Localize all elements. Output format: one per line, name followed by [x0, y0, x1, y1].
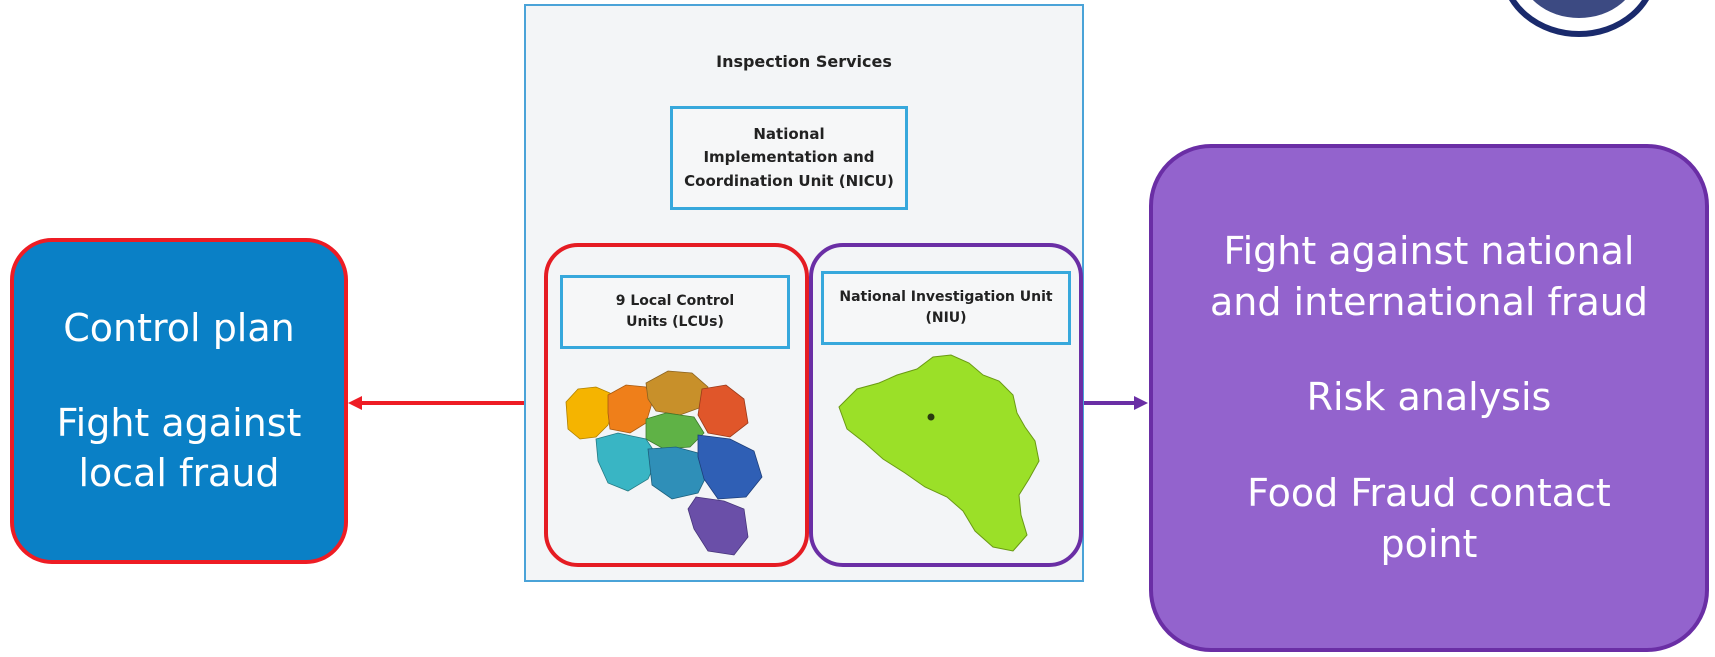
- fight-local-line1: Fight against: [56, 401, 302, 446]
- niu-box: National Investigation Unit (NIU): [821, 271, 1071, 345]
- nicu-label: National Implementation and Coordination…: [684, 125, 894, 190]
- arrow-to-right-box: [1084, 396, 1148, 410]
- inspection-services-title: Inspection Services: [716, 52, 892, 71]
- control-plan-text: Control plan: [63, 305, 295, 350]
- agency-logo-icon: [1509, 0, 1649, 37]
- brussels-marker: [927, 413, 935, 421]
- nicu-box: National Implementation and Coordination…: [670, 106, 908, 210]
- national-fraud-box: Fight against national and international…: [1149, 144, 1709, 652]
- local-fraud-box: Control plan Fight against local fraud: [10, 238, 348, 564]
- niu-group: National Investigation Unit (NIU): [809, 243, 1083, 567]
- lcu-box: 9 Local Control Units (LCUs): [560, 275, 790, 349]
- arrow-to-left-box: [348, 396, 524, 410]
- lcu-region-southwest: [595, 432, 659, 492]
- inspection-services-panel: Inspection Services National Implementat…: [524, 4, 1084, 582]
- lcu-label: 9 Local Control Units (LCUs): [615, 293, 735, 330]
- lcu-map-icon: [565, 370, 763, 556]
- contact-point-line1: Food Fraud contact: [1247, 470, 1611, 515]
- niu-belgium-map-icon: [838, 354, 1040, 552]
- fight-local-line2: local fraud: [78, 450, 280, 495]
- lcu-region-east: [697, 434, 763, 500]
- lcu-group: 9 Local Control Units (LCUs): [544, 243, 809, 567]
- lcu-region-south-center: [647, 446, 709, 500]
- niu-label: National Investigation Unit (NIU): [839, 289, 1053, 326]
- risk-analysis-text: Risk analysis: [1306, 375, 1552, 420]
- fight-national-line2: and international fraud: [1209, 280, 1649, 325]
- lcu-region-southeast: [687, 496, 749, 556]
- contact-point-line2: point: [1380, 521, 1478, 566]
- lcu-region-center: [645, 412, 705, 450]
- lcu-region-northeast: [697, 384, 749, 438]
- fight-national-line1: Fight against national: [1223, 228, 1635, 273]
